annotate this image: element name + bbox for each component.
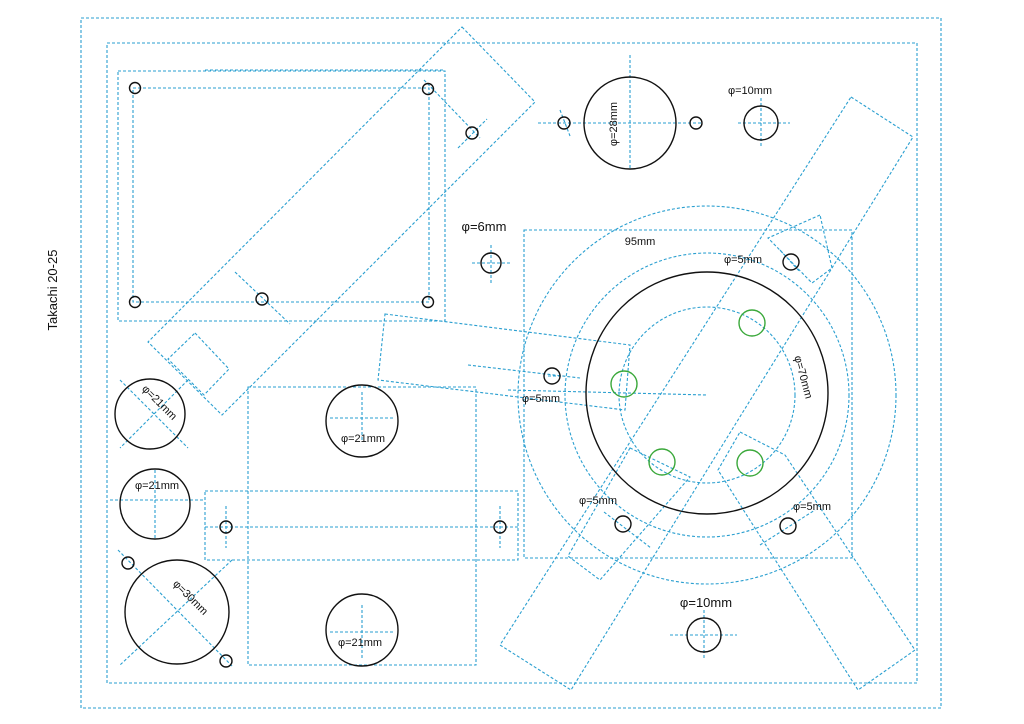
d28-side-hole-right bbox=[689, 116, 703, 130]
hole-d21-left-middle bbox=[119, 468, 191, 540]
arm-upper-right-tab bbox=[767, 214, 833, 284]
hole-d21-center-top bbox=[325, 384, 399, 458]
label-d5-top: φ=5mm bbox=[724, 254, 762, 266]
label-d5-left: φ=5mm bbox=[522, 393, 560, 405]
terminal-hole-right bbox=[493, 520, 507, 534]
hole-d10-top bbox=[743, 105, 779, 141]
display-mount-hole-tr bbox=[421, 82, 435, 96]
arm-lower-right bbox=[717, 431, 916, 691]
display-outline-inner bbox=[132, 87, 430, 303]
label-d21-center-top: φ=21mm bbox=[341, 433, 385, 445]
display-outline-outer bbox=[117, 70, 446, 322]
board-diag-line-c bbox=[457, 118, 488, 149]
hole-d5-bottom-left bbox=[614, 515, 632, 533]
hole-d21-left-top bbox=[114, 378, 186, 450]
label-d5-bottom-left: φ=5mm bbox=[579, 495, 617, 507]
arm-lr-hole-line bbox=[759, 509, 816, 546]
enclosure-model-label: Takachi 20-25 bbox=[45, 250, 60, 331]
pins bbox=[610, 309, 766, 477]
holes bbox=[114, 76, 829, 668]
hole-d6 bbox=[480, 252, 502, 274]
guide-lines bbox=[80, 17, 942, 709]
inner-panel-outline bbox=[106, 42, 918, 684]
hole-d10-bottom bbox=[686, 617, 722, 653]
rotor-center-ray bbox=[507, 389, 708, 396]
label-d21-left-top: φ=21mm bbox=[139, 383, 179, 423]
label-d95: 95mm bbox=[625, 236, 656, 248]
board-diag-line-b bbox=[234, 271, 291, 325]
board-mount-hole-a bbox=[465, 126, 479, 140]
hole-d28 bbox=[583, 76, 677, 170]
hole-d5-bottom-right bbox=[779, 517, 797, 535]
pcd-circle-small bbox=[618, 306, 796, 484]
hole-d5-left bbox=[543, 367, 561, 385]
label-d28: φ=28mm bbox=[608, 102, 620, 146]
board-diag-line-a bbox=[423, 79, 481, 139]
tilted-board-tab bbox=[167, 332, 230, 396]
terminal-strip-outline bbox=[204, 490, 519, 561]
terminal-hole-left bbox=[219, 520, 233, 534]
pin-lower-right bbox=[736, 449, 764, 477]
mid-board-outline bbox=[377, 313, 631, 411]
label-d10-bottom: φ=10mm bbox=[680, 595, 732, 610]
display-mount-hole-br bbox=[421, 295, 435, 309]
hole-d30 bbox=[124, 559, 230, 665]
label-d21-center-bottom: φ=21mm bbox=[338, 637, 382, 649]
display-mount-hole-bl bbox=[128, 295, 142, 309]
label-d6: φ=6mm bbox=[462, 219, 507, 234]
pin-left bbox=[610, 370, 638, 398]
hole-d5-top bbox=[782, 253, 800, 271]
outer-panel-outline bbox=[80, 17, 942, 709]
label-d21-left-middle: φ=21mm bbox=[135, 480, 179, 492]
display-mount-hole-tl bbox=[128, 81, 142, 95]
hole-d70 bbox=[585, 271, 829, 515]
label-d10-top: φ=10mm bbox=[728, 85, 772, 97]
d28-side-hole-left bbox=[557, 116, 571, 130]
label-d5-bottom-right: φ=5mm bbox=[793, 501, 831, 513]
pin-lower-left bbox=[648, 448, 676, 476]
mid-box-outline bbox=[247, 386, 477, 666]
pin-upper-right bbox=[738, 309, 766, 337]
d30-mount-hole-a bbox=[121, 556, 135, 570]
mid-board-centerline bbox=[467, 364, 581, 379]
rotor-bounding-square bbox=[523, 229, 853, 559]
hole-d21-center-bottom bbox=[325, 593, 399, 667]
d30-mount-hole-b bbox=[219, 654, 233, 668]
d30-diag-a bbox=[117, 549, 233, 667]
board-mount-hole-b bbox=[255, 292, 269, 306]
pcd-circle-large bbox=[564, 252, 850, 538]
rotor-sweep-circle bbox=[517, 205, 897, 585]
tilted-board-outline bbox=[147, 26, 536, 416]
